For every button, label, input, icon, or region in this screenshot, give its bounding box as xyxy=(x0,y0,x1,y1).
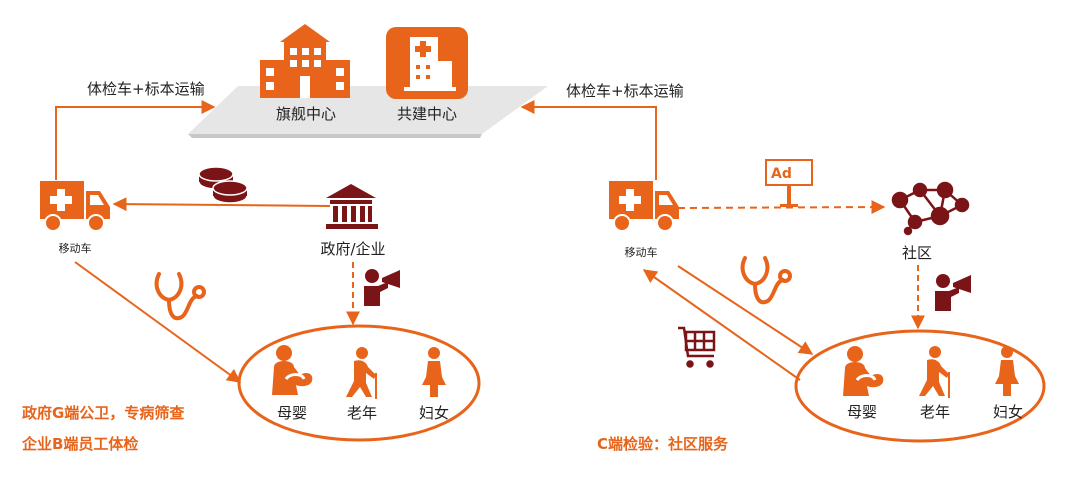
group-women: 妇女 xyxy=(993,403,1023,421)
gov-label: 政府/企业 xyxy=(320,240,385,258)
group-women: 妇女 xyxy=(419,404,449,422)
transport-arrow-left xyxy=(55,100,216,180)
group-elderly: 老年 xyxy=(347,404,377,422)
population-group-right xyxy=(794,329,1046,443)
transport-arrow-right xyxy=(520,100,657,180)
stethoscope-icon xyxy=(154,272,206,321)
caption-c-end: C端检验：社区服务 xyxy=(597,435,729,453)
flagship-building-icon xyxy=(260,24,350,98)
caption-g-end: 政府G端公卫，专病筛查 xyxy=(22,404,185,422)
elderly-icon xyxy=(919,346,950,398)
cobuild-label: 共建中心 xyxy=(397,105,457,123)
group-mother-baby: 母婴 xyxy=(847,403,877,421)
mother-baby-icon xyxy=(841,344,885,398)
truck-label-left: 移动车 xyxy=(59,241,92,255)
ad-text: Ad xyxy=(771,166,792,182)
funding-arrow xyxy=(112,197,331,212)
purchase-arrow xyxy=(642,269,801,381)
ad-arrow xyxy=(677,200,886,215)
hospital-icon xyxy=(386,27,468,99)
group-mother-baby: 母婴 xyxy=(277,404,307,422)
mobile-truck-icon xyxy=(39,180,111,232)
woman-icon xyxy=(995,346,1019,396)
service-arrow-left xyxy=(74,261,242,383)
community-network-icon xyxy=(891,181,970,236)
coins-icon xyxy=(198,166,248,204)
woman-icon xyxy=(422,347,446,397)
population-group-left xyxy=(237,324,481,442)
billboard-icon: Ad xyxy=(765,159,813,207)
platform xyxy=(188,86,548,138)
megaphone-person-icon xyxy=(935,274,971,311)
truck-label-right: 移动车 xyxy=(625,245,658,259)
community-label: 社区 xyxy=(902,244,932,262)
mobile-truck-icon xyxy=(608,180,680,232)
shopping-cart-icon xyxy=(678,326,716,368)
caption-b-end: 企业B端员工体检 xyxy=(21,435,138,453)
government-icon xyxy=(326,184,378,229)
mother-baby-icon xyxy=(270,343,314,397)
group-elderly: 老年 xyxy=(920,403,950,421)
elderly-icon xyxy=(346,347,377,399)
transport-label-right: 体检车+标本运输 xyxy=(566,82,684,100)
megaphone-person-icon xyxy=(364,269,400,306)
flagship-label: 旗舰中心 xyxy=(276,105,336,123)
service-arrow-right xyxy=(677,265,814,355)
transport-label-left: 体检车+标本运输 xyxy=(87,80,205,98)
stethoscope-icon xyxy=(740,256,792,305)
